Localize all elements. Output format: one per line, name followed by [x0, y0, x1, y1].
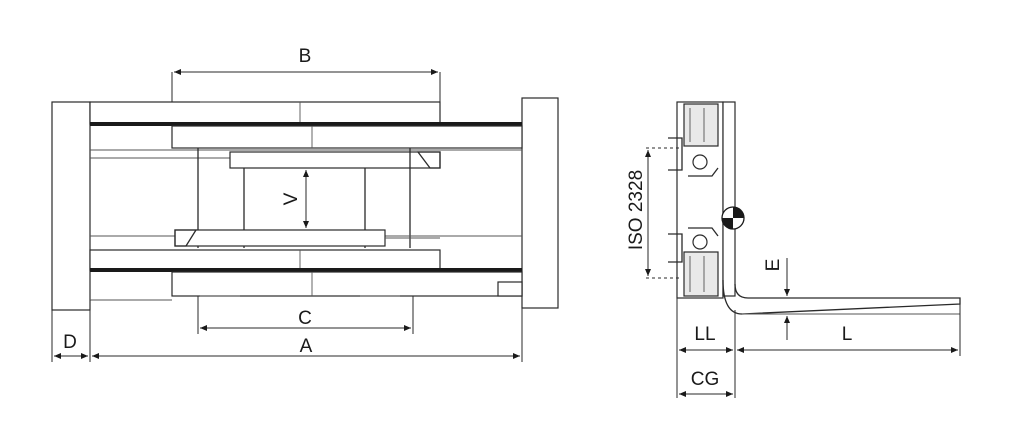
carriage-plate-left: [51, 101, 91, 311]
dim-label-ll: LL: [694, 324, 715, 345]
upper-slider: [229, 151, 441, 169]
lower-frame: [89, 249, 441, 271]
dim-label-e: E: [763, 259, 784, 272]
lower-arm: [171, 271, 523, 297]
dim-label-c: C: [298, 308, 312, 329]
dim-label-l: L: [842, 324, 853, 345]
fork-blade: [722, 279, 961, 315]
center-of-gravity-icon: [721, 206, 745, 230]
upper-arm: [171, 125, 523, 149]
fork-shank: [722, 101, 736, 297]
dim-label-d: D: [63, 332, 77, 353]
end-plate-right: [521, 97, 559, 309]
side-view: ISO 2328 E LL L CG: [626, 101, 961, 398]
lower-slider: [174, 229, 386, 247]
dim-label-a: A: [300, 336, 313, 357]
dim-label-iso: ISO 2328: [626, 170, 647, 250]
top-view: B V C D A: [51, 46, 559, 362]
upper-frame: [89, 101, 441, 125]
dim-label-cg: CG: [691, 369, 720, 390]
dim-label-v: V: [281, 192, 302, 205]
dim-label-b: B: [299, 46, 312, 67]
